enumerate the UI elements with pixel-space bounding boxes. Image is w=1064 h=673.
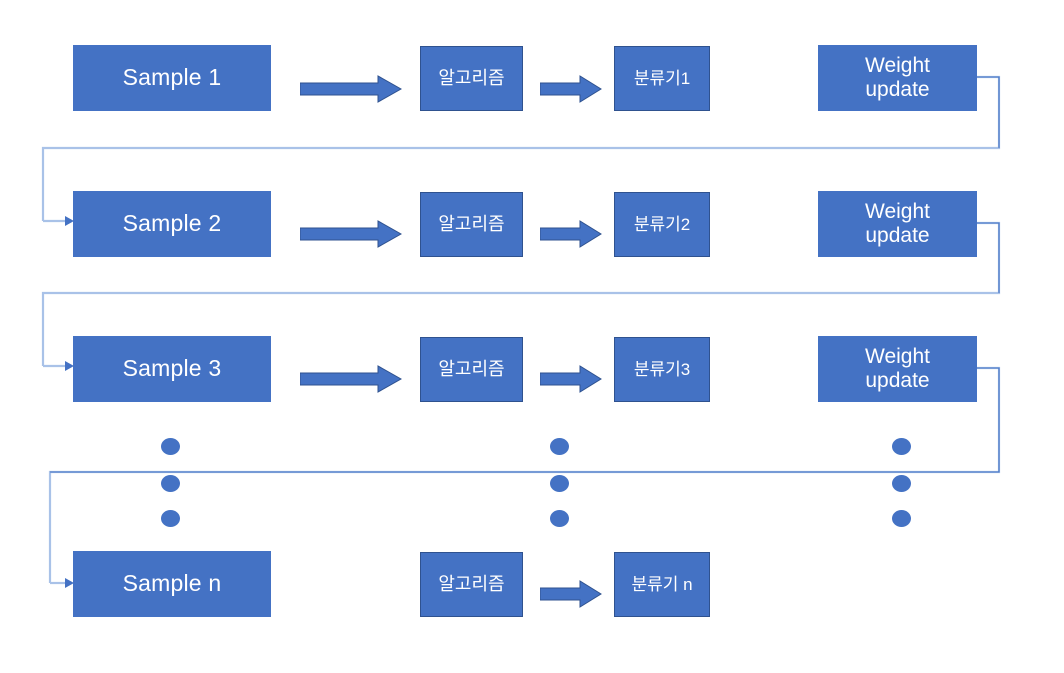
classifier-box-2[interactable]: 분류기2 bbox=[614, 192, 710, 257]
weight-update-box-3[interactable]: Weight update bbox=[818, 336, 977, 402]
sample-box-1[interactable]: Sample 1 bbox=[73, 45, 271, 111]
classifier-column-ellipsis-dot-3 bbox=[550, 510, 569, 527]
arrow-sample-to-algorithm-1 bbox=[300, 74, 402, 104]
weight-column-ellipsis-dot-3 bbox=[892, 510, 911, 527]
arrow-algorithm-to-classifier-3 bbox=[540, 364, 602, 394]
classifier-column-ellipsis-dot-1 bbox=[550, 438, 569, 455]
arrow-algorithm-to-classifier-1 bbox=[540, 74, 602, 104]
algorithm-box-2[interactable]: 알고리즘 bbox=[420, 192, 523, 257]
sample-box-3[interactable]: Sample 3 bbox=[73, 336, 271, 402]
weight-update-box-1[interactable]: Weight update bbox=[818, 45, 977, 111]
weight-update-box-2[interactable]: Weight update bbox=[818, 191, 977, 257]
sample-box-2[interactable]: Sample 2 bbox=[73, 191, 271, 257]
sample-column-ellipsis-dot-1 bbox=[161, 438, 180, 455]
classifier-box-n[interactable]: 분류기 n bbox=[614, 552, 710, 617]
arrow-sample-to-algorithm-2 bbox=[300, 219, 402, 249]
classifier-box-3[interactable]: 분류기3 bbox=[614, 337, 710, 402]
sample-column-ellipsis-dot-2 bbox=[161, 475, 180, 492]
classifier-box-1[interactable]: 분류기1 bbox=[614, 46, 710, 111]
weight-column-ellipsis-dot-1 bbox=[892, 438, 911, 455]
arrow-algorithm-to-classifier-n bbox=[540, 579, 602, 609]
classifier-column-ellipsis-dot-2 bbox=[550, 475, 569, 492]
algorithm-box-1[interactable]: 알고리즘 bbox=[420, 46, 523, 111]
weight-column-ellipsis-dot-2 bbox=[892, 475, 911, 492]
arrow-sample-to-algorithm-3 bbox=[300, 364, 402, 394]
sample-box-n[interactable]: Sample n bbox=[73, 551, 271, 617]
sample-column-ellipsis-dot-3 bbox=[161, 510, 180, 527]
algorithm-box-n[interactable]: 알고리즘 bbox=[420, 552, 523, 617]
algorithm-box-3[interactable]: 알고리즘 bbox=[420, 337, 523, 402]
arrow-algorithm-to-classifier-2 bbox=[540, 219, 602, 249]
